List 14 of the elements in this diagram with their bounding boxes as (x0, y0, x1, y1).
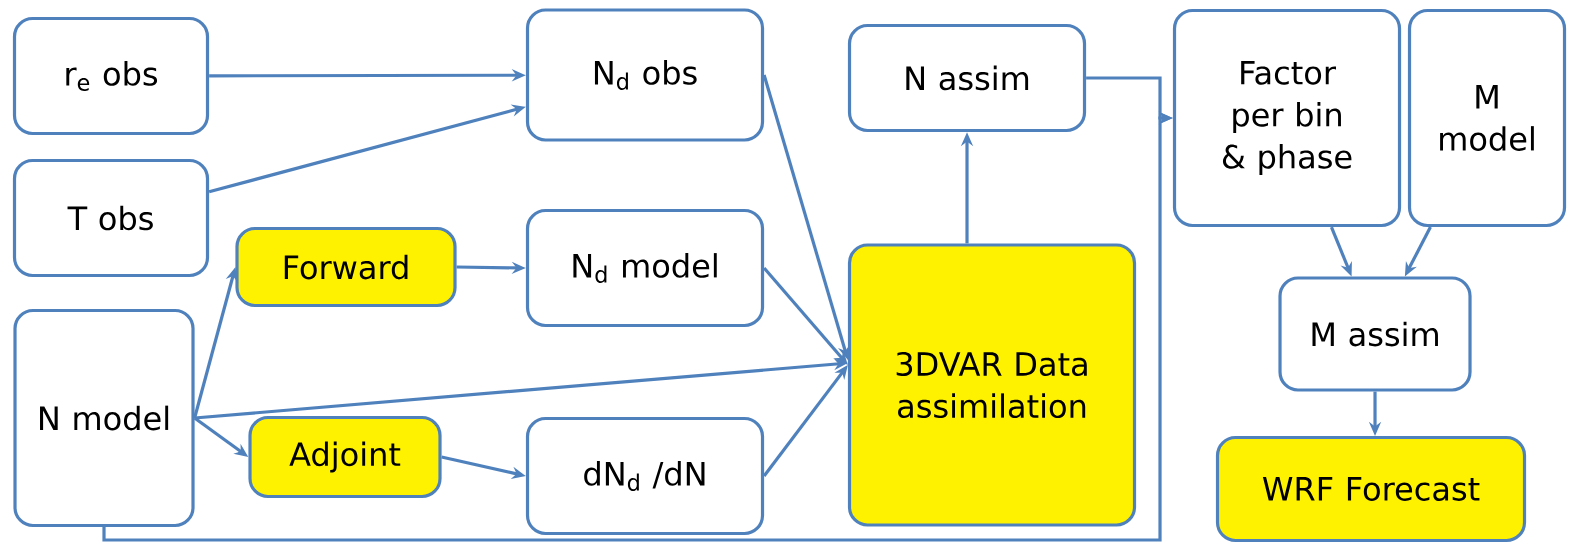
process-box: N$_{d}$ obs (525, 8, 765, 142)
process-box: N assim (847, 23, 1087, 133)
process-box: Factor per bin & phase (1172, 8, 1402, 228)
process-box: r$_{e}$ obs (12, 16, 210, 136)
process-box: N model (13, 308, 195, 528)
process-box: N$_{d}$ model (525, 208, 765, 328)
process-box: M model (1407, 8, 1567, 228)
process-box: dN$_{d}$ /dN (525, 416, 765, 536)
process-box: M assim (1278, 276, 1472, 392)
highlighted-box: WRF Forecast (1215, 435, 1527, 543)
highlighted-box: 3DVAR Data assimilation (847, 243, 1137, 527)
highlighted-box: Adjoint (248, 415, 442, 499)
highlighted-box: Forward (235, 226, 457, 308)
process-box: T obs (12, 158, 210, 278)
